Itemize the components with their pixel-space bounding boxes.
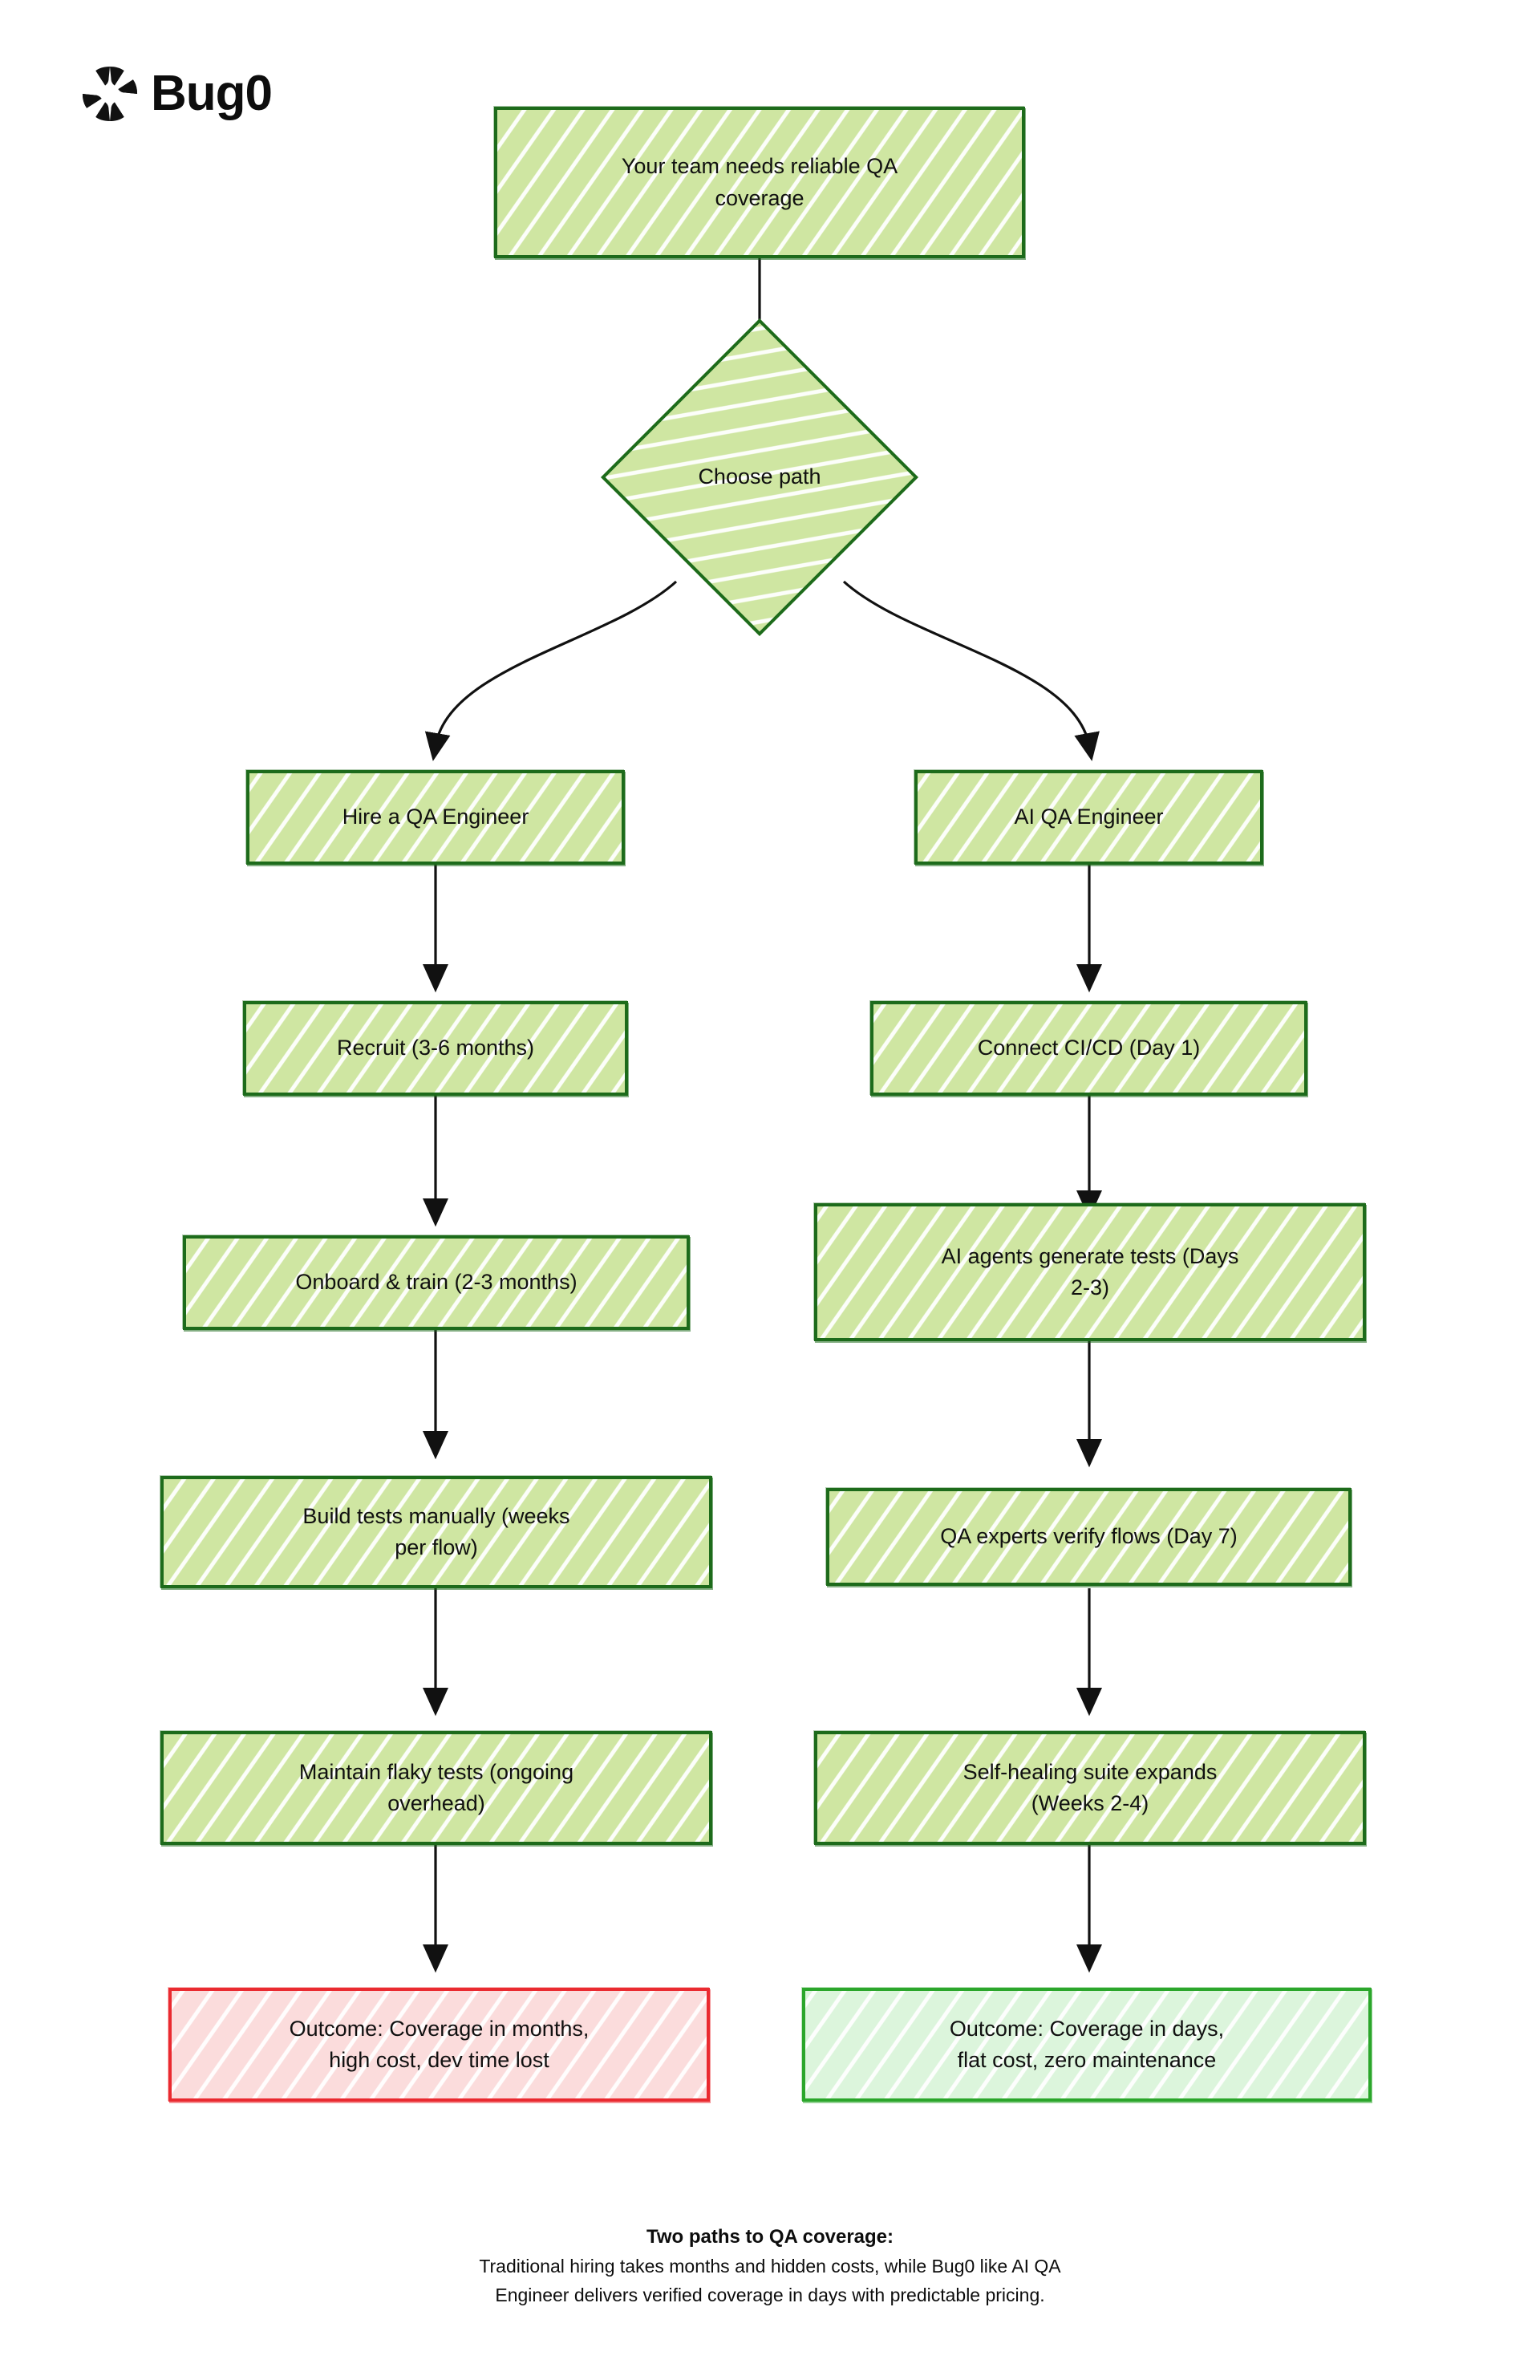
node-left-step-2-label: Recruit (3-6 months)	[336, 1036, 535, 1060]
node-left-step-4[interactable]: Build tests manually (weeks per flow)	[160, 1476, 712, 1588]
node-right-step-3-label: AI agents generate tests (Days 2-3)	[941, 1243, 1239, 1299]
node-right-step-2-label: Connect CI/CD (Day 1)	[977, 1036, 1201, 1060]
node-start[interactable]: Your team needs reliable QA coverage	[494, 107, 1025, 258]
node-right-step-1[interactable]: AI QA Engineer	[914, 770, 1263, 865]
node-start-label: Your team needs reliable QA coverage	[621, 154, 898, 210]
node-left-step-4-label: Build tests manually (weeks per flow)	[302, 1503, 570, 1559]
caption-title: Two paths to QA coverage:	[646, 2226, 894, 2248]
node-right-outcome-label: Outcome: Coverage in days, flat cost, ze…	[949, 2016, 1225, 2072]
node-left-outcome[interactable]: Outcome: Coverage in months, high cost, …	[168, 1988, 710, 2102]
edge-decision-to-ai	[842, 580, 1100, 761]
node-right-outcome[interactable]: Outcome: Coverage in days, flat cost, ze…	[802, 1988, 1372, 2102]
node-right-step-1-label: AI QA Engineer	[1014, 805, 1164, 829]
node-left-step-1-label: Hire a QA Engineer	[342, 805, 529, 829]
node-left-step-5[interactable]: Maintain flaky tests (ongoing overhead)	[160, 1731, 712, 1845]
node-right-step-4-label: QA experts verify flows (Day 7)	[940, 1524, 1238, 1549]
caption-line-1: Traditional hiring takes months and hidd…	[479, 2256, 1061, 2277]
figure-caption: Two paths to QA coverage: Traditional hi…	[0, 2222, 1540, 2310]
node-left-step-3-label: Onboard & train (2-3 months)	[295, 1270, 578, 1295]
node-right-step-2[interactable]: Connect CI/CD (Day 1)	[870, 1001, 1307, 1096]
pinwheel-asterisk-icon	[82, 66, 138, 122]
node-right-step-5-label: Self-healing suite expands (Weeks 2-4)	[962, 1759, 1218, 1815]
node-right-step-4[interactable]: QA experts verify flows (Day 7)	[826, 1488, 1352, 1586]
node-left-step-2[interactable]: Recruit (3-6 months)	[243, 1001, 628, 1096]
node-left-step-1[interactable]: Hire a QA Engineer	[246, 770, 625, 865]
caption-line-2: Engineer delivers verified coverage in d…	[495, 2285, 1045, 2306]
node-decision-label: Choose path	[698, 464, 821, 489]
node-decision-choose-path[interactable]: Choose path	[601, 318, 918, 636]
brand-logo: Bug0	[80, 64, 273, 124]
node-left-step-5-label: Maintain flaky tests (ongoing overhead)	[298, 1759, 574, 1815]
node-right-step-5[interactable]: Self-healing suite expands (Weeks 2-4)	[814, 1731, 1366, 1845]
brand-name: Bug0	[151, 66, 273, 121]
node-left-step-3[interactable]: Onboard & train (2-3 months)	[183, 1235, 690, 1330]
node-right-step-3[interactable]: AI agents generate tests (Days 2-3)	[814, 1203, 1366, 1341]
edge-decision-to-hire	[424, 580, 678, 761]
node-left-outcome-label: Outcome: Coverage in months, high cost, …	[289, 2016, 590, 2072]
